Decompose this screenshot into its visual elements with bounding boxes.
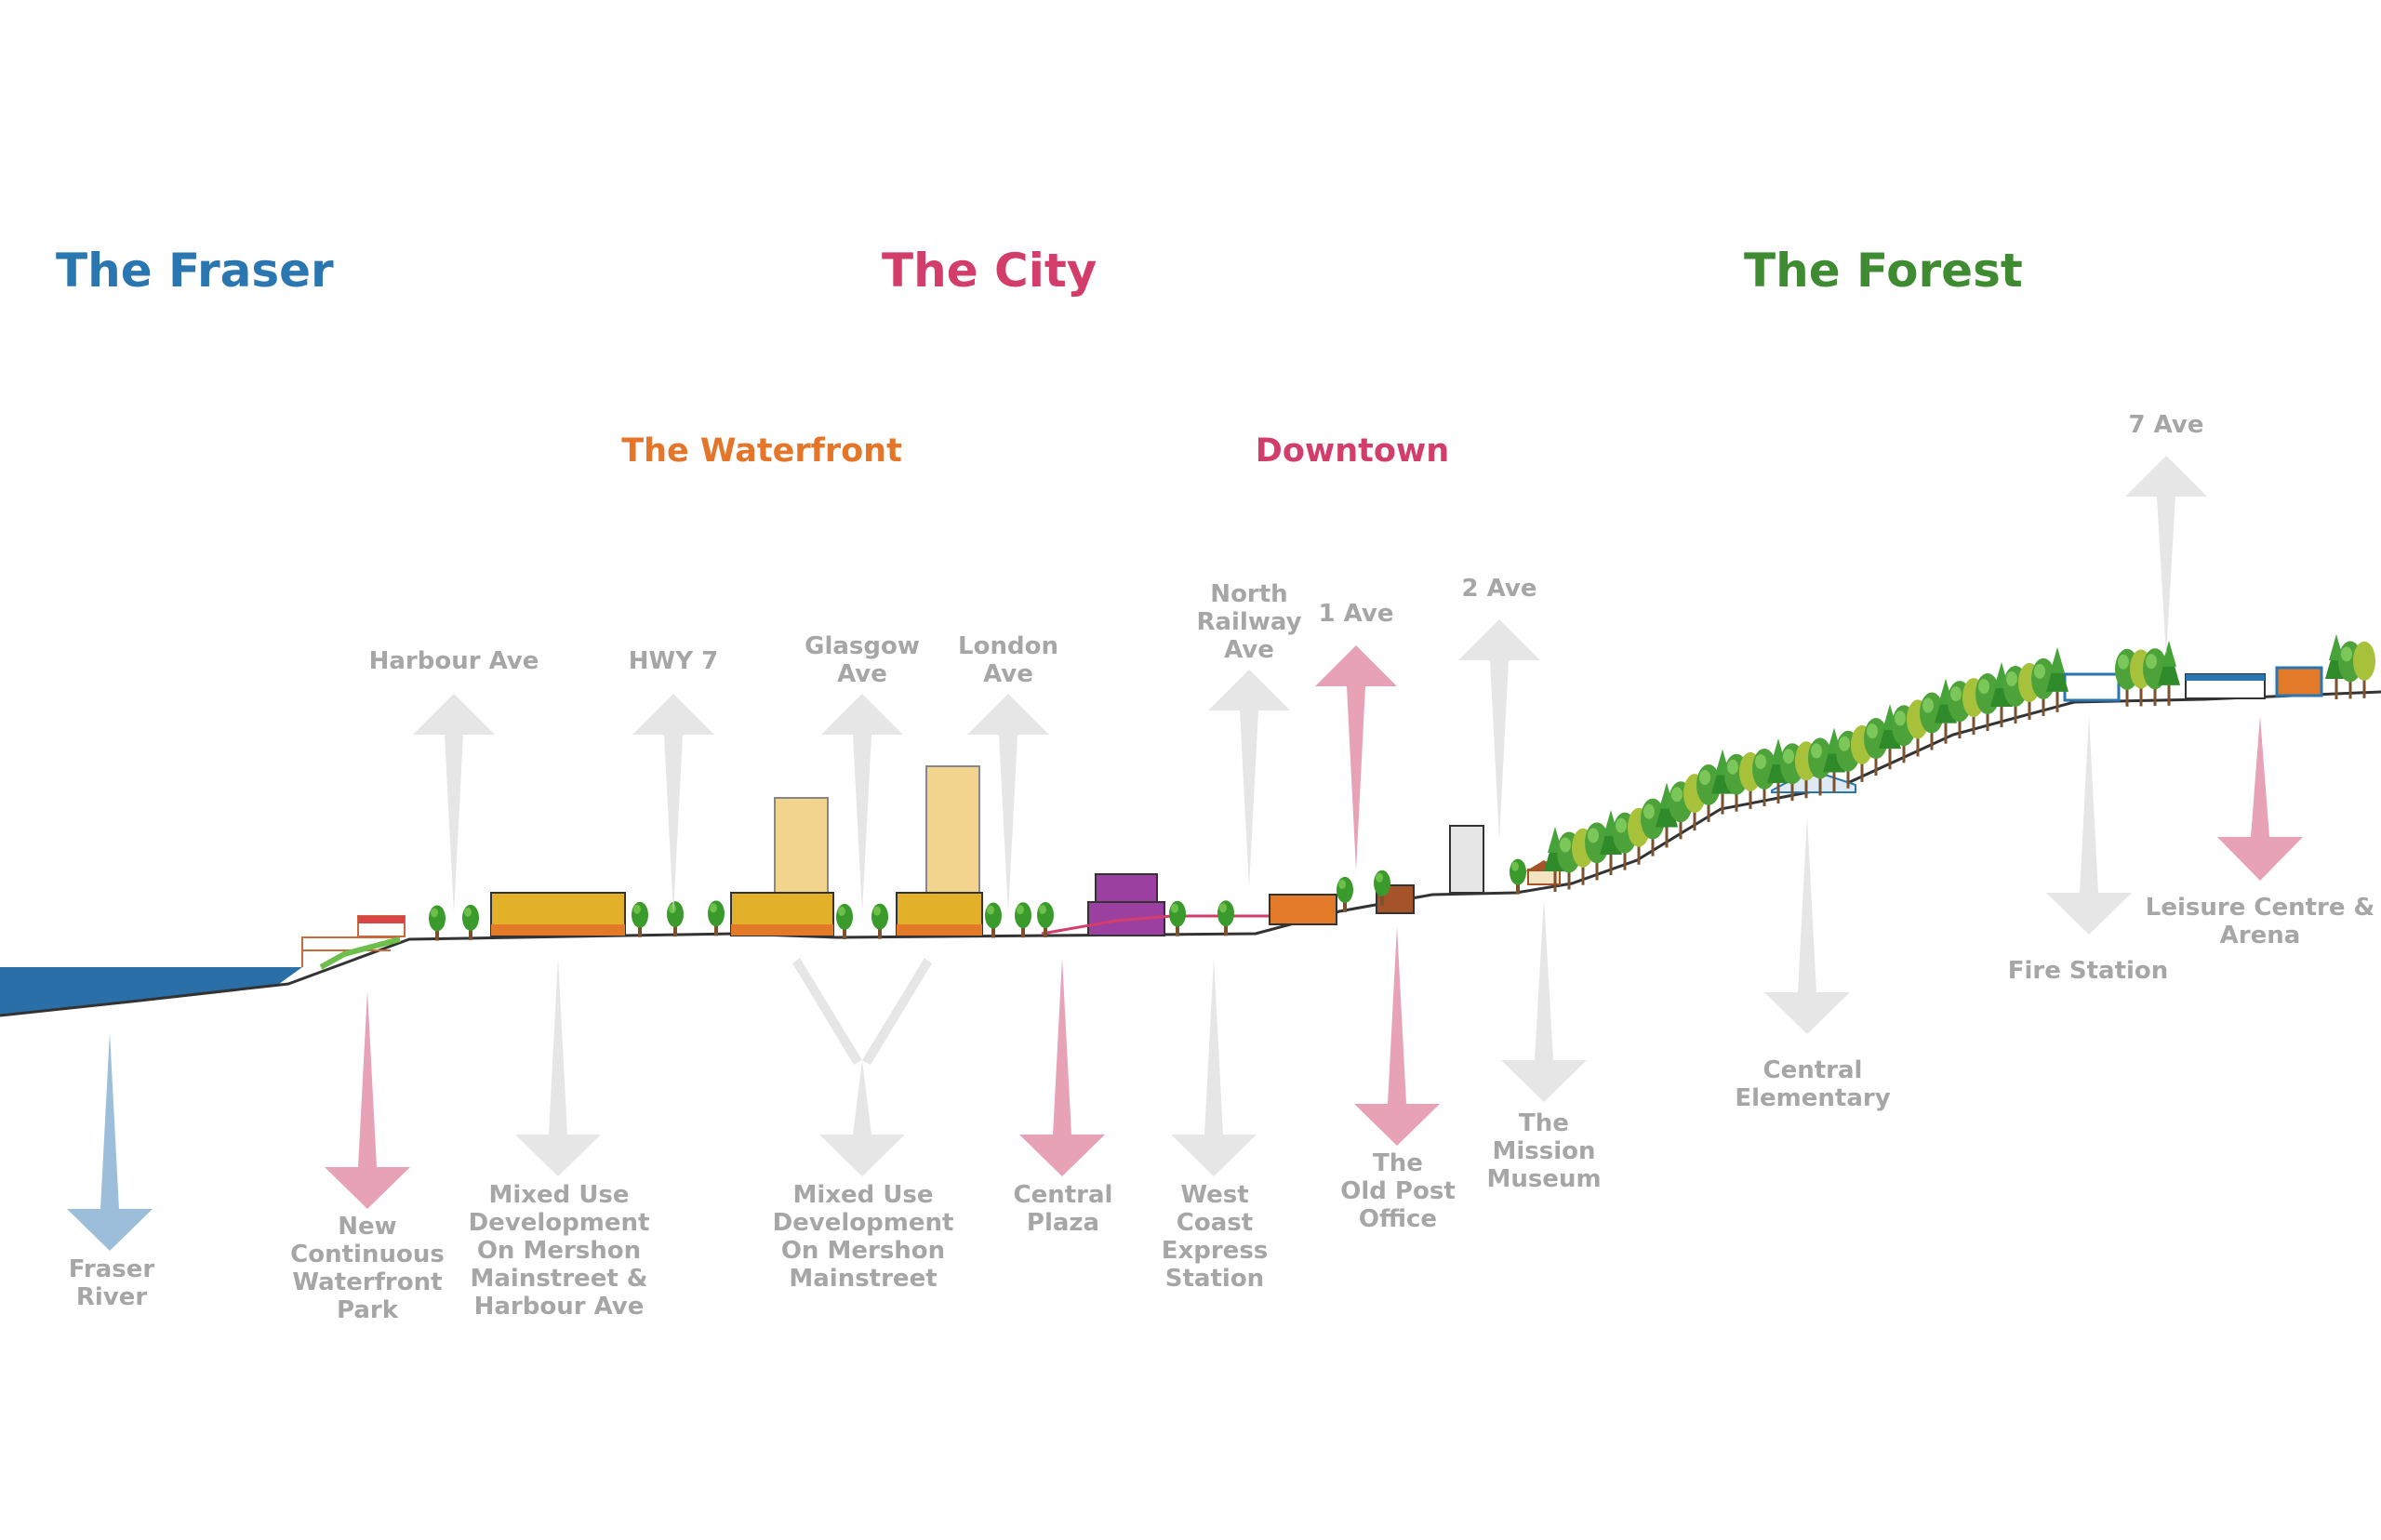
arrow-v-right: [862, 958, 932, 1065]
arrow-up-hwy7: [632, 694, 714, 913]
arrow-down-central-plaza: [1019, 958, 1105, 1176]
street-label-7ave: 7 Ave: [2128, 411, 2204, 439]
street-label-1ave: 1 Ave: [1318, 600, 1394, 628]
arrow-down-elementary: [1764, 816, 1850, 1034]
arrow-down-waterfront-park: [325, 990, 410, 1209]
region-title-city: The City: [882, 244, 1097, 298]
place-label-fire-station: Fire Station: [2007, 957, 2169, 985]
arrow-up-glasgow: [821, 694, 903, 913]
arrow-down-mixed-use-1: [515, 958, 601, 1176]
district-title-downtown: Downtown: [1255, 432, 1450, 470]
arrow-down-west-coast: [1171, 958, 1257, 1176]
district-title-waterfront: The Waterfront: [621, 432, 902, 470]
arrow-down-leisure: [2217, 716, 2303, 881]
arrow-up-north-railway: [1208, 670, 1290, 888]
arrow-v-left: [792, 958, 862, 1065]
arrow-up-london: [967, 694, 1049, 913]
arrow-down-fire-station: [2046, 716, 2132, 935]
region-title-fraser: The Fraser: [56, 244, 334, 298]
arrow-down-mission: [1501, 898, 1587, 1102]
arrow-up-2ave: [1458, 619, 1540, 840]
street-label-harbour: Harbour Ave: [368, 647, 539, 675]
arrow-down-old-post: [1354, 926, 1440, 1146]
arrow-up-7ave: [2125, 456, 2207, 656]
arrow-down-mixed-use-2: [819, 1060, 905, 1176]
arrow-up-harbour: [413, 694, 495, 913]
arrow-down-fraser-river: [67, 1032, 153, 1251]
street-label-2ave: 2 Ave: [1461, 575, 1537, 603]
arrow-up-1ave: [1315, 645, 1397, 870]
street-label-hwy7: HWY 7: [628, 647, 719, 675]
place-label-leisure: Leisure Centre &Arena: [2145, 894, 2375, 949]
region-title-forest: The Forest: [1744, 244, 2023, 298]
